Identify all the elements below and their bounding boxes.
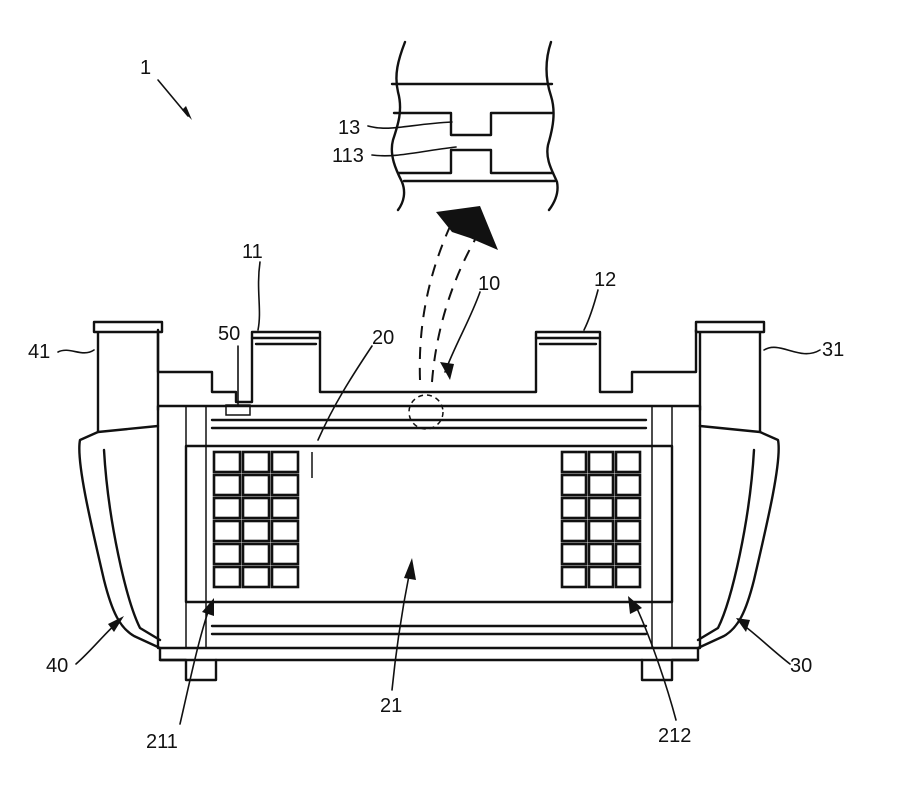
leader-41 — [58, 350, 94, 353]
key-cell — [589, 498, 613, 518]
leader-12 — [584, 290, 598, 330]
ref-21: 21 — [380, 695, 402, 717]
leader-13 — [368, 122, 452, 128]
apparatus-outline — [79, 322, 778, 680]
key-cell — [616, 475, 640, 495]
key-cell — [214, 475, 240, 495]
key-cell — [616, 521, 640, 541]
key-cell — [243, 544, 269, 564]
key-cell — [243, 498, 269, 518]
key-cell — [616, 498, 640, 518]
ref-11: 11 — [242, 241, 263, 263]
leader-31 — [764, 347, 820, 353]
left-handle-41 — [94, 322, 162, 432]
left-side-part-40 — [79, 426, 216, 680]
lower-rail — [212, 626, 646, 634]
key-cell — [589, 567, 613, 587]
right-key-array-212 — [562, 452, 640, 587]
key-cell — [214, 521, 240, 541]
ref-13: 13 — [338, 117, 360, 139]
key-cell — [272, 567, 298, 587]
key-cell — [616, 452, 640, 472]
key-cell — [214, 544, 240, 564]
key-cell — [616, 567, 640, 587]
detail-circle — [409, 395, 443, 429]
key-cell — [272, 521, 298, 541]
key-cell — [243, 567, 269, 587]
leader-21 — [392, 570, 410, 690]
ref-50: 50 — [218, 323, 240, 345]
key-cell — [243, 452, 269, 472]
ref-212: 212 — [658, 725, 691, 747]
ref-40: 40 — [46, 655, 68, 677]
key-cell — [589, 475, 613, 495]
key-cell — [562, 544, 586, 564]
key-cell — [243, 475, 269, 495]
left-key-array-211 — [214, 452, 298, 587]
ref-211: 211 — [146, 731, 178, 753]
key-cell — [589, 521, 613, 541]
ref-1: 1 — [140, 57, 151, 79]
key-cell — [214, 567, 240, 587]
ref-30: 30 — [790, 655, 812, 677]
projection-12 — [536, 332, 600, 344]
ref-41: 41 — [28, 341, 50, 363]
ref-20: 20 — [372, 327, 394, 349]
key-cell — [272, 452, 298, 472]
leader-30 — [742, 624, 790, 664]
key-cell — [616, 544, 640, 564]
detail-upper-part — [394, 113, 552, 135]
leader-lines — [58, 80, 820, 724]
ref-12: 12 — [594, 269, 616, 291]
right-post — [652, 406, 672, 648]
ref-31: 31 — [822, 339, 844, 361]
key-cell — [562, 567, 586, 587]
key-cell — [589, 544, 613, 564]
key-cell — [589, 452, 613, 472]
key-cell — [243, 521, 269, 541]
key-cell — [562, 521, 586, 541]
right-side-part-30 — [642, 426, 779, 680]
key-cell — [214, 452, 240, 472]
detail-left-break-line — [392, 42, 405, 210]
projection-11 — [252, 332, 320, 344]
key-cell — [272, 544, 298, 564]
ref-113: 113 — [332, 145, 364, 167]
key-cell — [562, 452, 586, 472]
key-cell — [562, 498, 586, 518]
upper-rail — [212, 420, 646, 428]
key-cell — [214, 498, 240, 518]
detail-right-break-line — [547, 42, 558, 210]
key-cell — [272, 498, 298, 518]
ref-10: 10 — [478, 273, 500, 295]
detail-lower-part — [398, 150, 553, 173]
right-handle-31 — [696, 322, 764, 432]
key-cell — [272, 475, 298, 495]
callout-arrowhead — [436, 206, 498, 250]
leader-113 — [372, 147, 456, 156]
leader-10 — [445, 292, 480, 372]
key-cell — [562, 475, 586, 495]
leader-11 — [258, 262, 260, 330]
